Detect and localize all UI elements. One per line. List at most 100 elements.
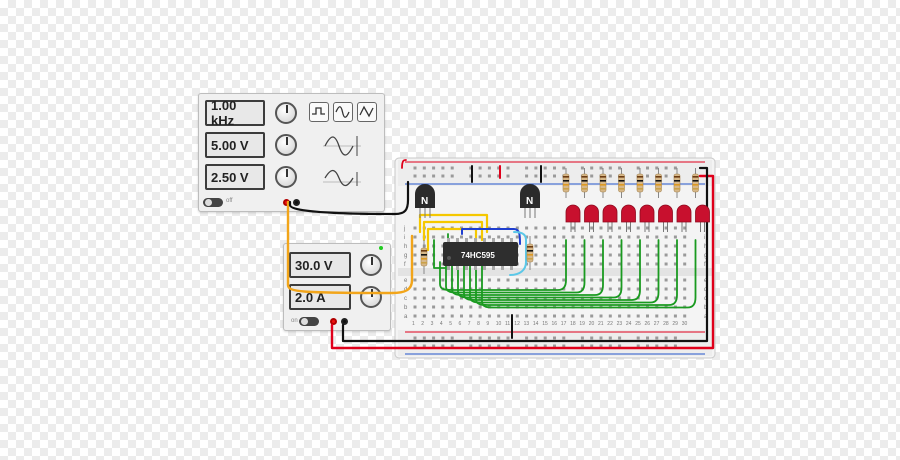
supply-positive-terminal[interactable] [330,318,337,325]
hole [627,296,631,300]
hole [487,278,491,282]
hole [432,278,436,282]
triangle-wave-button[interactable] [357,102,377,122]
hole [543,278,547,282]
rail-hole [469,166,473,170]
hole [487,314,491,318]
row-letter: c [404,296,407,302]
frequency-knob[interactable] [275,102,297,124]
hole [599,253,603,257]
rail-hole [664,344,668,348]
rail-hole [478,166,482,170]
hole [590,253,594,257]
hole [543,287,547,291]
hole [646,244,649,248]
hole [525,226,529,230]
column-number: 22 [607,321,613,327]
hole [413,262,417,266]
hole [413,287,417,291]
hole [413,296,417,300]
supply-power-toggle[interactable] [299,317,319,326]
hole [432,287,436,291]
hole [599,262,603,266]
sine-wave-button[interactable] [333,102,353,122]
led [695,204,710,223]
supply-ground-terminal[interactable] [341,318,348,325]
hole [655,314,659,318]
rail-hole [580,166,584,170]
hole [450,235,454,239]
rail-hole [646,166,649,170]
offset-display: 2.50 V [205,164,265,190]
rail-hole [636,336,640,340]
rail-hole [469,344,473,348]
hole [534,235,538,239]
chip-pin [474,266,477,270]
led-resistor-band [563,176,569,178]
column-number: 23 [617,321,623,327]
led-resistor-band [600,176,606,178]
hole [646,296,649,300]
hole [450,305,454,309]
hole [618,296,622,300]
hole [553,244,556,248]
generator-power-toggle[interactable] [203,198,223,207]
hole [664,278,668,282]
frequency-display: 1.00 kHz [205,98,265,128]
hole [515,235,519,239]
hole [525,287,529,291]
hole [580,262,584,266]
hole [599,226,603,230]
led-resistor-band [637,180,643,182]
rail-hole [608,344,612,348]
hole [655,235,659,239]
hole [627,278,631,282]
hole [460,314,463,318]
hole [571,244,575,248]
hole [515,226,519,230]
hole [655,287,659,291]
hole [590,235,594,239]
generator-ground-terminal[interactable] [293,199,300,206]
hole [571,262,575,266]
voltage-knob[interactable] [360,254,382,276]
hole [580,278,584,282]
hole [608,226,612,230]
hole [543,244,547,248]
rail-hole [655,336,659,340]
output-wire [457,239,623,299]
led-resistor-band [618,180,625,182]
hole [627,253,631,257]
hole [543,226,547,230]
amplitude-knob[interactable] [275,134,297,156]
led-resistor-band [637,188,643,190]
transistor-left-label: N [421,196,428,207]
column-number: 6 [459,321,462,327]
offset-knob[interactable] [275,166,297,188]
rail-hole [432,174,436,178]
column-number: 3 [431,321,434,327]
base-resistor-right-band [527,254,533,256]
hole [571,235,575,239]
rail-hole [487,174,491,178]
rail-hole [543,174,547,178]
hole [497,314,501,318]
rail-hole [636,344,640,348]
rail-hole [422,336,426,340]
output-wire [433,239,446,269]
rail-hole [469,336,473,340]
hole [413,305,417,309]
square-wave-button[interactable] [309,102,329,122]
hole [460,305,463,309]
hole [627,287,631,291]
column-number: 4 [440,321,443,327]
row-letter: h [704,244,707,250]
base-resistor-right-band [527,246,533,248]
row-letter: d [704,287,707,293]
chip-pin [465,266,468,270]
led-resistor [655,173,662,193]
hole [515,278,519,282]
hole [618,287,622,291]
hole [515,287,519,291]
hole [534,226,538,230]
